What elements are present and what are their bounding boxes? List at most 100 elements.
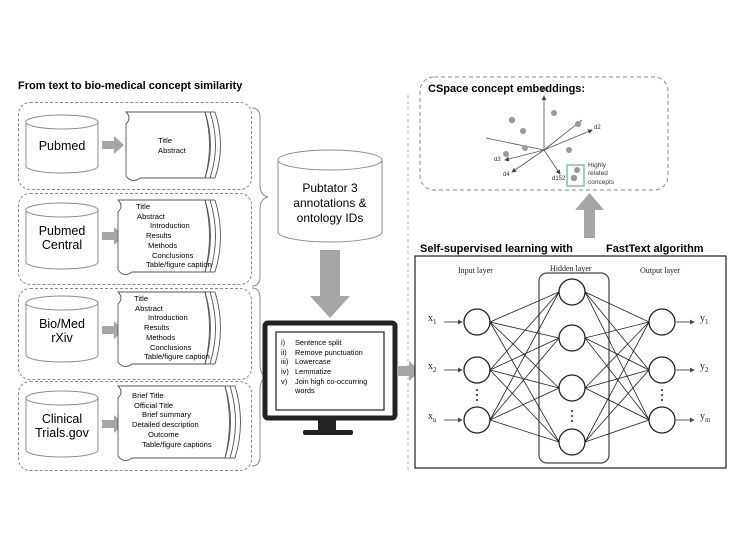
cylinder-top-pubmed xyxy=(25,114,99,130)
doc-line: Results xyxy=(146,231,172,241)
network-edge xyxy=(584,321,650,339)
network-edge xyxy=(584,291,650,323)
network-edge xyxy=(489,321,560,443)
arrow-monitor-to-network xyxy=(397,361,420,381)
learning-title-left: Self-supervised learning with xyxy=(420,243,573,255)
source-name-clinicaltrials: Clinical Trials.gov xyxy=(35,412,89,441)
input-var-x1: x1 xyxy=(428,313,437,326)
doc-line: Abstract xyxy=(158,145,186,155)
network-edge xyxy=(584,369,650,443)
related-concepts-highlight xyxy=(566,164,585,187)
document-scrolls xyxy=(116,111,241,461)
cylinder-body-pmc xyxy=(25,210,99,270)
processing-step: iii)Lowercase xyxy=(281,357,331,367)
hidden-layer-label: Hidden layer xyxy=(550,264,592,273)
doc-sections-clinicaltrials: Brief Title Official Title Brief summary… xyxy=(132,391,212,449)
doc-line: Title xyxy=(136,202,151,211)
output-node xyxy=(648,356,676,384)
doc-line: Table/figure caption xyxy=(144,352,210,362)
doc-line: Outcome xyxy=(148,429,179,439)
source-cylinders xyxy=(25,114,99,458)
network-edge xyxy=(489,337,560,371)
doc-line: Table/figure caption xyxy=(146,260,212,270)
source-box-pubmed xyxy=(18,102,252,190)
output-layer-label: Output layer xyxy=(640,266,681,275)
network-edge xyxy=(584,419,650,443)
input-var-xn: xn xyxy=(428,411,437,424)
network-edges xyxy=(489,291,650,443)
output-var-ym: ym xyxy=(700,411,711,424)
doc-line: Title xyxy=(158,136,173,145)
arrow-network-to-cspace xyxy=(575,193,604,238)
doc-line: Brief summary xyxy=(142,410,191,420)
doc-line: Introduction xyxy=(150,221,190,231)
output-node xyxy=(648,406,676,434)
cylinder-body-pubmed xyxy=(25,122,99,174)
left-section-title: From text to bio-medical concept similar… xyxy=(18,80,243,92)
hidden-node xyxy=(558,324,586,352)
source-name-pmc: Pubmed Central xyxy=(38,224,86,253)
network-edge xyxy=(584,369,650,389)
hidden-node xyxy=(558,374,586,402)
pubtator-cylinder xyxy=(277,149,383,243)
input-node xyxy=(463,356,491,384)
hidden-layer-frame xyxy=(538,272,610,464)
doc-line: Brief Title xyxy=(132,391,164,400)
doc-line: Official Title xyxy=(134,400,174,410)
network-edge xyxy=(489,337,560,421)
network-edge xyxy=(489,291,560,323)
doc-line: Methods xyxy=(148,240,178,250)
doc-line: Conclusions xyxy=(150,342,192,352)
hidden-node xyxy=(558,278,586,306)
axis-label-d2: d2 xyxy=(594,125,601,131)
source-name-pubmed: Pubmed xyxy=(38,139,86,153)
doc-line: Title xyxy=(134,294,149,303)
processing-step: iv)Lemmatize xyxy=(281,366,332,376)
doc-line: Table/figure captions xyxy=(142,439,212,449)
network-edge xyxy=(489,369,560,443)
processing-step: ii)Remove punctuation xyxy=(281,347,363,357)
cylinder-top-biorxiv xyxy=(25,295,99,311)
doc-line: Detailed description xyxy=(132,420,199,430)
doc-line: Abstract xyxy=(135,303,163,313)
network-edge xyxy=(489,387,560,421)
axis-label-d152: d152 xyxy=(552,176,566,182)
network-edge xyxy=(489,321,560,389)
doc-line: Abstract xyxy=(137,211,165,221)
processing-monitor xyxy=(262,320,398,435)
input-node xyxy=(463,308,491,336)
embedding-points xyxy=(503,110,581,182)
doc-line: Conclusions xyxy=(152,250,194,260)
doc-sections-biorxiv: Title Abstract Introduction Results Meth… xyxy=(134,294,210,362)
source-name-biorxiv: Bio/Med rXiv xyxy=(39,317,85,346)
input-layer-label: Input layer xyxy=(458,266,493,275)
network-edge xyxy=(489,419,560,443)
output-node xyxy=(648,308,676,336)
axis-label-d3: d3 xyxy=(494,157,501,163)
arrow-pubtator-to-monitor xyxy=(310,250,350,318)
hidden-node xyxy=(558,428,586,456)
processing-steps: i)Sentence split ii)Remove punctuation i… xyxy=(281,338,367,396)
axis-label-d1: d1 xyxy=(540,87,547,93)
embedding-axes xyxy=(485,95,593,175)
network-edge xyxy=(584,291,650,371)
cspace-box xyxy=(419,76,669,191)
doc-line: Introduction xyxy=(148,313,188,323)
network-edge xyxy=(489,321,560,339)
axis-label-d4: d4 xyxy=(503,172,510,178)
network-edge xyxy=(584,387,650,421)
input-node xyxy=(463,406,491,434)
source-box-clinicaltrials xyxy=(18,381,252,471)
network-edge xyxy=(584,321,650,389)
input-var-x2: x2 xyxy=(428,361,437,374)
doc-sections-pmc: Title Abstract Introduction Results Meth… xyxy=(136,202,212,270)
cylinder-body-biorxiv xyxy=(25,303,99,363)
pubtator-label: Pubtator 3 annotations & ontology IDs xyxy=(293,181,367,225)
cylinder-body-clinicaltrials xyxy=(25,398,99,458)
doc-line: Methods xyxy=(146,332,176,342)
related-concepts-note: Highly related concepts xyxy=(588,162,615,186)
output-var-y1: y1 xyxy=(700,313,709,326)
source-box-pmc xyxy=(18,193,252,285)
network-edge xyxy=(584,337,650,371)
